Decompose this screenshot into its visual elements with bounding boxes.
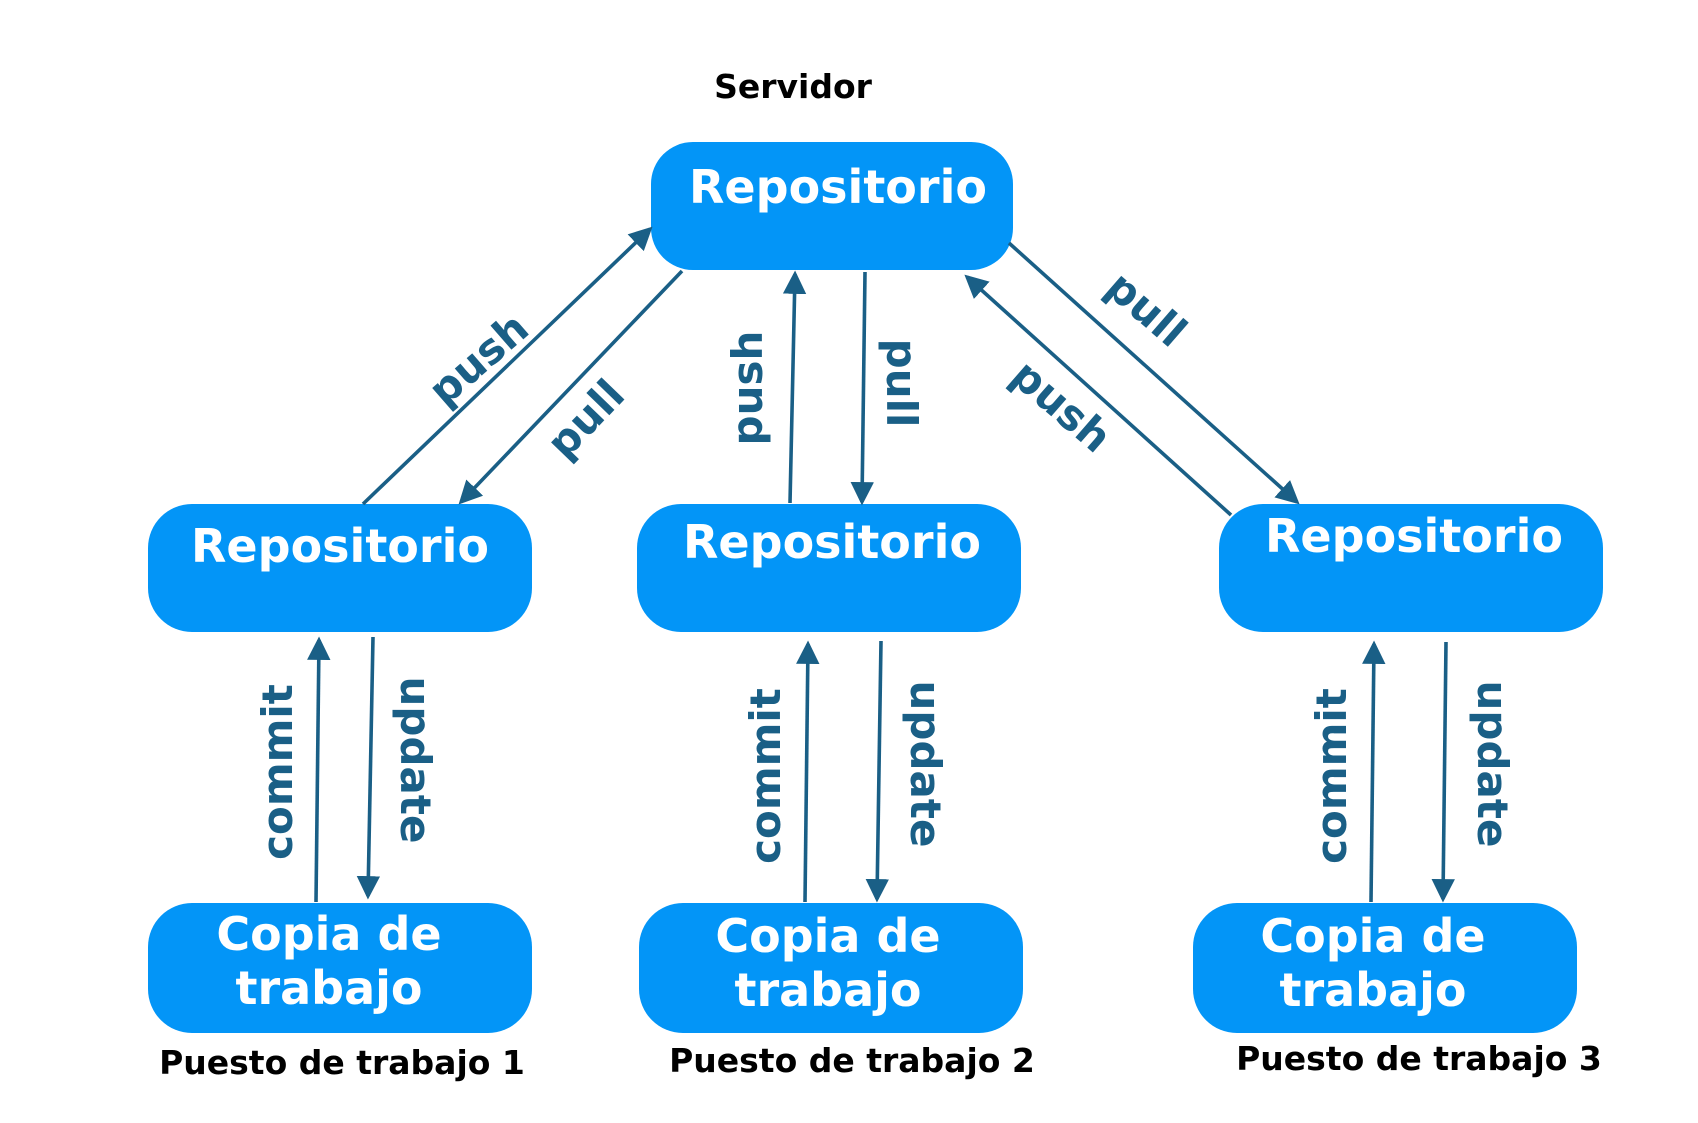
ws1-repository-node: Repositorio — [148, 504, 532, 632]
ws2-update-arrow — [865, 640, 890, 903]
ws2-working-copy-line2: trabajo — [734, 963, 921, 1017]
ws3-working-copy-line1: Copia de — [1260, 909, 1485, 963]
ws2-pull-label: pull — [877, 339, 926, 428]
ws2-working-copy-line1: Copia de — [715, 909, 940, 963]
ws2-repository-label: Repositorio — [683, 515, 981, 569]
ws1-update-arrow — [356, 636, 381, 900]
ws2-working-copy-node: Copia de trabajo — [639, 903, 1023, 1033]
ws1-caption: Puesto de trabajo 1 — [159, 1043, 525, 1082]
ws2-caption: Puesto de trabajo 2 — [669, 1041, 1035, 1080]
ws1-working-copy-line1: Copia de — [216, 907, 441, 961]
ws1-pull-arrow — [458, 269, 684, 505]
ws1-update-label: update — [391, 677, 440, 844]
ws1-working-copy-node: Copia de trabajo — [148, 903, 532, 1033]
ws1-commit-label: commit — [253, 684, 302, 860]
ws3-push-label: push — [1002, 350, 1121, 462]
server-repository-node: Repositorio — [651, 142, 1013, 270]
ws1-push-label: push — [419, 303, 538, 415]
ws3-update-arrow — [1431, 641, 1455, 903]
ws3-push-arrow — [964, 274, 1233, 517]
ws2-commit-label: commit — [741, 688, 790, 864]
ws3-commit-arrow — [1362, 640, 1386, 903]
ws2-commit-arrow — [796, 640, 820, 903]
server-caption: Servidor — [714, 67, 873, 106]
ws1-commit-arrow — [307, 636, 331, 903]
ws3-update-label: update — [1468, 681, 1517, 848]
ws3-working-copy-line2: trabajo — [1279, 963, 1466, 1017]
ws3-repository-label: Repositorio — [1265, 509, 1563, 563]
ws2-pull-arrow — [850, 271, 874, 506]
ws3-caption: Puesto de trabajo 3 — [1236, 1039, 1602, 1078]
server-repository-label: Repositorio — [689, 160, 987, 214]
ws2-push-label: push — [723, 331, 772, 446]
ws1-pull-label: pull — [537, 370, 634, 468]
ws3-pull-arrow — [1007, 241, 1300, 505]
ws2-repository-node: Repositorio — [637, 504, 1021, 632]
ws3-pull-label: pull — [1097, 261, 1196, 356]
ws2-push-arrow — [782, 270, 807, 504]
ws2-update-label: update — [901, 681, 950, 848]
ws3-working-copy-node: Copia de trabajo — [1193, 903, 1577, 1033]
ws1-push-arrow — [361, 226, 653, 506]
ws1-working-copy-line2: trabajo — [235, 961, 422, 1015]
ws1-repository-label: Repositorio — [191, 519, 489, 573]
ws3-repository-node: Repositorio — [1219, 504, 1603, 632]
ws3-commit-label: commit — [1307, 688, 1356, 864]
